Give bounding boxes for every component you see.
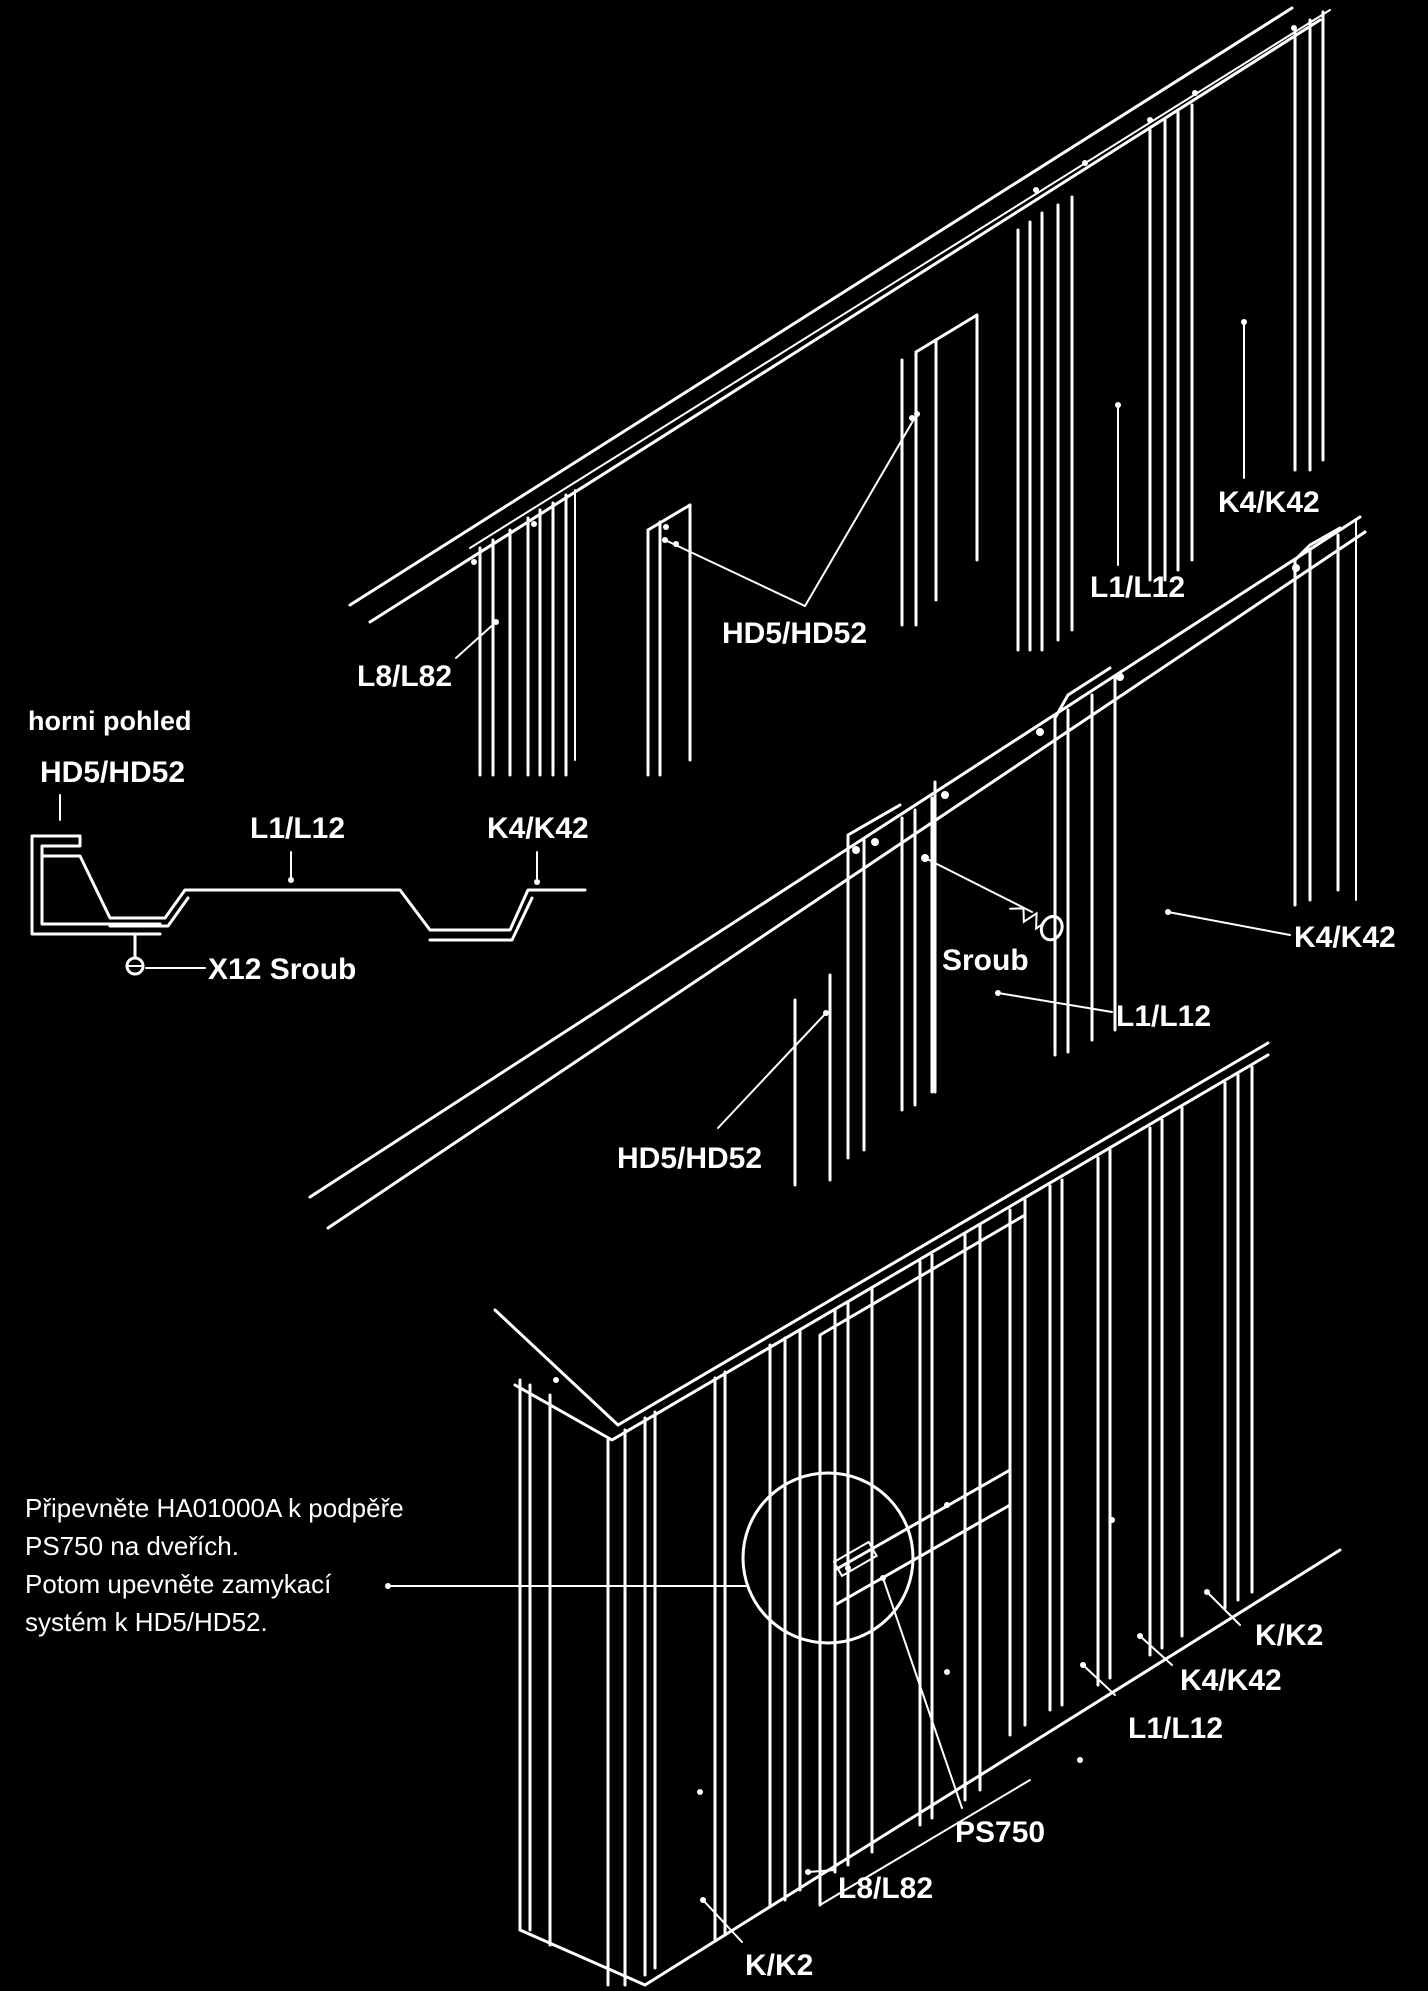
top-view-title: horni pohled xyxy=(28,706,191,736)
middle-top-rail xyxy=(308,515,1362,1199)
upper-panel: L8/L82 HD5/HD52 L1/L12 K4/K42 xyxy=(348,6,1331,777)
label-l1-middle: L1/L12 xyxy=(1116,1000,1211,1033)
upper-rail-edge xyxy=(469,9,1331,549)
upper-panel-ribs xyxy=(478,10,1325,777)
label-hd5-upper: HD5/HD52 xyxy=(722,617,867,650)
note-line-3: Potom upevněte zamykací xyxy=(25,1569,332,1599)
door-frame xyxy=(818,1213,1027,1907)
label-ps750: PS750 xyxy=(955,1816,1045,1849)
upper-top-rail xyxy=(348,6,1294,607)
label-k4-middle: K4/K42 xyxy=(1294,921,1396,954)
middle-leaders xyxy=(717,854,1291,1129)
label-sroub-middle: Sroub xyxy=(942,944,1029,977)
upper-leaders xyxy=(455,319,1247,659)
top-view-label-k4: K4/K42 xyxy=(487,812,589,845)
ps750-support xyxy=(833,1468,1012,1607)
note-line-4: systém k HD5/HD52. xyxy=(25,1607,268,1637)
top-view-profile xyxy=(30,834,162,936)
label-l8-upper: L8/L82 xyxy=(357,660,452,693)
note-line-2: PS750 na dveřích. xyxy=(25,1531,239,1561)
lower-top-rail xyxy=(493,1041,1270,1427)
label-kk2-bottom: K/K2 xyxy=(745,1949,813,1982)
label-l1-lower: L1/L12 xyxy=(1128,1712,1223,1745)
label-k4-upper: K4/K42 xyxy=(1218,486,1320,519)
middle-panel: Sroub K4/K42 L1/L12 HD5/HD52 xyxy=(308,515,1396,1230)
screw-icon xyxy=(125,934,145,976)
label-l1-upper: L1/L12 xyxy=(1090,571,1185,604)
lower-bottom-rail xyxy=(518,1548,1342,1987)
note-line-1: Připevněte HA01000A k podpěře xyxy=(25,1493,404,1523)
top-view-label-hd5: HD5/HD52 xyxy=(40,756,185,789)
label-l8-lower: L8/L82 xyxy=(838,1872,933,1905)
lower-panel-ribs xyxy=(643,1065,1254,1977)
label-kk2-right: K/K2 xyxy=(1255,1619,1323,1652)
label-k4-lower: K4/K42 xyxy=(1180,1664,1282,1697)
middle-rivets xyxy=(852,564,1300,854)
middle-panel-ribs xyxy=(793,526,1342,1187)
lower-rivets xyxy=(553,1377,1115,1795)
label-hd5-middle: HD5/HD52 xyxy=(617,1142,762,1175)
top-view-label-screw: X12 Sroub xyxy=(208,953,356,986)
lower-note: Připevněte HA01000A k podpěře PS750 na d… xyxy=(25,1493,411,1637)
detail-circle xyxy=(741,1471,915,1645)
lower-leaders xyxy=(385,1575,1241,1943)
lower-panel: Připevněte HA01000A k podpěře PS750 na d… xyxy=(25,1041,1342,1987)
sroub-screw-icon xyxy=(1009,907,1064,942)
top-view-label-l1: L1/L12 xyxy=(250,812,345,845)
latch-icon xyxy=(832,1540,879,1578)
top-view: horni pohled HD5/HD52 L1/L12 K4/K42 X12 … xyxy=(28,706,589,986)
